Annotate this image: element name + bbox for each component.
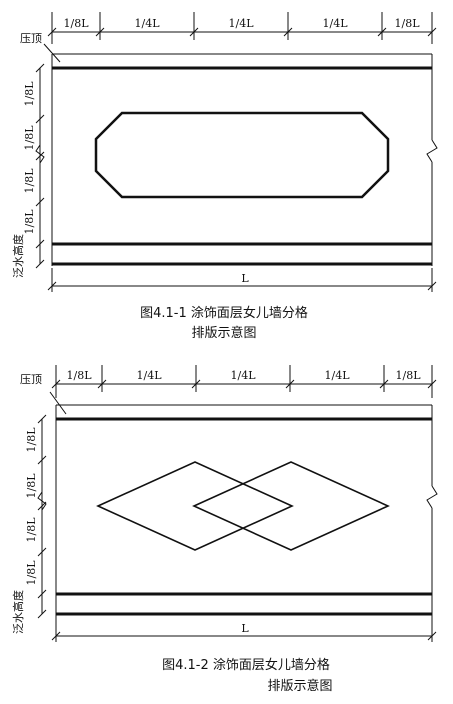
top-dim-label-2: 1/4L	[134, 17, 160, 30]
top-dimension-ticks	[47, 12, 437, 44]
coping-leader	[49, 391, 67, 415]
figure-1: 1/8L 1/4L 1/4L 1/4L 1/8L 压顶 1/8L 1/8	[11, 12, 438, 341]
break-symbol-right	[426, 485, 438, 509]
figure-2-caption-line-1: 图4.1-2 涂饰面层女儿墙分格	[162, 657, 330, 673]
side-dim-label-2: 1/8L	[23, 125, 36, 151]
top-dim-label-1: 1/8L	[66, 369, 92, 382]
break-symbol-left	[35, 144, 45, 164]
top-dim-label-3: 1/4L	[228, 17, 254, 30]
figure-1-caption-line-2: 排版示意图	[191, 325, 256, 341]
break-symbol-right	[426, 139, 438, 163]
diamond-panel-right	[192, 461, 390, 551]
side-dim-label-4: 1/8L	[25, 560, 38, 586]
flashing-height-label: 泛水高度	[11, 590, 25, 634]
coping-leader	[43, 43, 61, 63]
top-dim-label-4: 1/4L	[324, 369, 350, 382]
top-dim-label-1: 1/8L	[63, 17, 89, 30]
top-dim-label-3: 1/4L	[230, 369, 256, 382]
flashing-height-label: 泛水高度	[11, 234, 25, 278]
side-dim-label-3: 1/8L	[25, 517, 38, 543]
bottom-dim-slash-left	[51, 631, 61, 641]
bottom-dim-label: L	[241, 272, 249, 285]
top-dim-label-5: 1/8L	[394, 17, 420, 30]
side-dim-label-3: 1/8L	[23, 168, 36, 194]
side-dim-label-2: 1/8L	[25, 473, 38, 499]
left-dimension-ticks	[35, 63, 45, 269]
bottom-dim-slash-right	[427, 631, 437, 641]
side-dim-label-1: 1/8L	[23, 81, 36, 107]
coping-label: 压顶	[20, 32, 42, 45]
side-dim-label-1: 1/8L	[25, 427, 38, 453]
top-dimension-ticks	[51, 365, 437, 398]
coping-label: 压顶	[20, 373, 42, 386]
figure-2-caption-line-2: 排版示意图	[267, 678, 332, 694]
bottom-dim-slash-right	[427, 281, 437, 291]
figure-2: 1/8L 1/4L 1/4L 1/4L 1/8L 压顶 1/8L 1/8L	[11, 365, 438, 694]
left-dimension-ticks	[37, 414, 47, 619]
side-dim-label-4: 1/8L	[23, 209, 36, 235]
bottom-dim-label: L	[241, 622, 249, 635]
figure-1-caption-line-1: 图4.1-1 涂饰面层女儿墙分格	[140, 305, 308, 321]
diamond-panel-left	[96, 461, 294, 551]
bottom-dim-slash-left	[47, 281, 57, 291]
top-dim-label-4: 1/4L	[322, 17, 348, 30]
break-symbol-left	[37, 491, 47, 511]
top-dim-label-5: 1/8L	[395, 369, 421, 382]
top-dim-label-2: 1/4L	[136, 369, 162, 382]
octagon-panel	[94, 111, 390, 199]
